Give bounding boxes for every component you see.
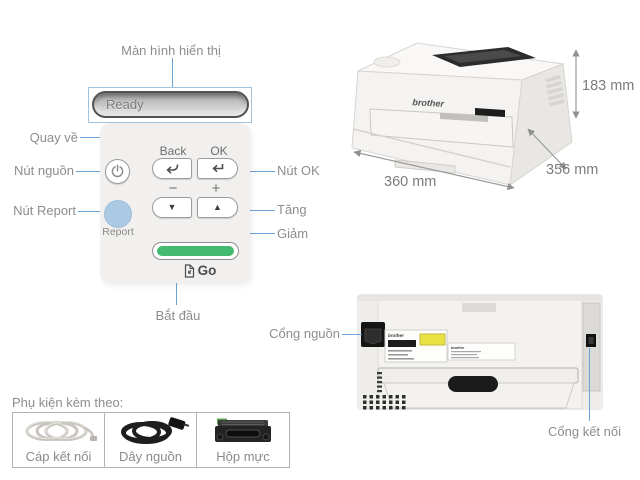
leader-line-display [172,58,173,87]
go-label-row: Go [168,263,232,278]
barcode-label: brother [384,329,448,363]
dimension-depth: 356 mm [546,162,598,178]
power-button [105,159,130,184]
dimension-height: 183 mm [582,78,634,94]
brand-logo: brother [412,97,444,109]
leader-line-ok [241,171,275,172]
power-port-label: Cổng nguồn [269,326,340,341]
leader-line-start [176,261,177,305]
go-button-green-bar [157,246,234,256]
power-icon [111,164,124,178]
accessory-label: Cáp kết nối [25,449,92,464]
accessory-label: Dây nguồn [119,449,182,464]
accessory-label: Hộp mực [216,449,270,464]
usb-port [586,334,596,347]
accessories-table: Cáp kết nối Dây nguồn [12,412,290,468]
front-handle [440,113,488,122]
accessory-cell-toner: Hộp mực [197,413,289,467]
enter-arrow-icon [212,164,224,173]
minus-label: − [168,180,178,197]
accessory-cell-cable: Cáp kết nối [13,413,105,467]
svg-text:brother: brother [451,346,465,350]
vent-grid [363,395,406,410]
toner-cartridge-image [212,413,274,448]
down-annotation-label: Giảm [277,226,309,241]
plus-label: + [211,180,221,197]
ok-button-label: OK [210,144,228,158]
svg-text:brother: brother [388,333,404,338]
printer-back-view: brother brother [357,294,603,410]
spec-label: brother [447,342,516,361]
accessory-cell-power-cord: Dây nguồn [105,413,197,467]
go-button-label: Go [197,263,217,278]
document-icon [184,263,194,278]
yellow-sticker [419,333,446,346]
lcd-text: Ready [106,97,144,112]
back-handle-notch [462,303,496,312]
report-annotation-label: Nút Report [13,203,76,218]
back-annotation-label: Quay về [29,130,78,145]
down-button: ▼ [152,197,192,218]
rear-door [383,382,575,409]
report-button [104,200,132,228]
power-socket [361,322,385,347]
leader-line-up [240,210,275,211]
dimension-width: 360 mm [384,174,436,190]
power-annotation-label: Nút nguồn [14,163,74,178]
up-arrow-icon: ▲ [213,202,222,212]
lcd-display: Ready [92,91,249,118]
printer-body: brother [351,42,573,187]
power-cord-image [111,413,191,448]
vent-strip [377,372,382,393]
leader-line-report [78,211,103,212]
rear-door-handle [448,376,498,392]
printer-front-view: brother 183 mm 356 mm 360 mm [351,42,634,191]
usb-cable-image [20,413,98,448]
connection-port-label: Cổng kết nối [548,424,621,439]
down-arrow-icon: ▼ [167,202,177,212]
top-buttons [373,56,401,68]
back-button-label: Back [159,144,187,158]
model-strip [475,108,505,117]
start-annotation-label: Bắt đầu [155,308,201,323]
leader-line-connection-port [589,348,590,421]
accessories-title: Phụ kiện kèm theo: [12,395,124,410]
printer-back-body: brother brother [357,294,603,410]
report-button-label: Report [102,226,134,238]
up-annotation-label: Tăng [277,202,307,217]
ok-button [197,158,238,179]
ok-annotation-label: Nút OK [277,163,320,178]
screen-label: Màn hình hiển thị [121,43,221,58]
up-button: ▲ [197,197,238,218]
side-vents [545,75,565,107]
lcd-highlight-box [88,87,252,123]
leader-line-power [76,171,104,172]
back-arrow-icon [165,163,178,174]
dimension-arrows [353,49,580,191]
back-button [152,158,192,179]
leader-line-power-port [342,334,362,335]
